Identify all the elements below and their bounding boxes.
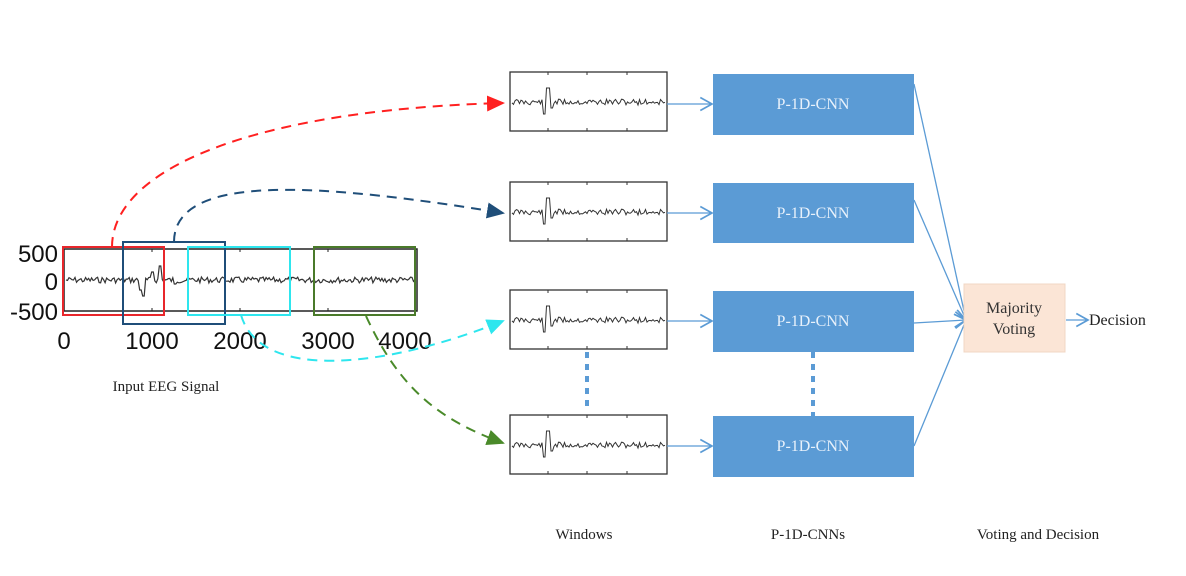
cnn-box	[713, 74, 914, 135]
voting-label-line1: Majority	[986, 300, 1042, 317]
cnn-box	[713, 183, 914, 243]
cnn-label: P-1D-CNN	[777, 313, 850, 330]
cnn-label: P-1D-CNN	[777, 205, 850, 222]
voting-label-line2: Voting	[993, 321, 1035, 338]
y-tick-neg500: -500	[10, 299, 58, 326]
cnn-box	[713, 291, 914, 352]
column-label-cnns: P-1D-CNNs	[771, 527, 845, 543]
window-signal-trace	[511, 197, 666, 225]
plot-tick-marks	[151, 249, 329, 311]
connector-1	[913, 83, 971, 322]
x-tick-3000: 3000	[301, 328, 354, 355]
cnn-block-4: P-1D-CNN	[667, 416, 914, 477]
decision-label: Decision	[1089, 312, 1146, 329]
eeg-signal-trace	[65, 265, 416, 297]
input-eeg-plot: 500 0 -500 0 1000 2000 3000 4000 Input E…	[10, 241, 432, 395]
column-label-windows: Windows	[556, 527, 613, 543]
window-thumbnail-3	[509, 289, 668, 350]
y-tick-0: 0	[45, 269, 58, 296]
x-tick-2000: 2000	[213, 328, 266, 355]
cnn-column: P-1D-CNN P-1D-CNN P-1D-CNN P-1D-CNN	[667, 74, 914, 477]
cnn-block-3: P-1D-CNN	[667, 291, 914, 352]
window-signal-trace	[511, 305, 666, 333]
arrow-window-3	[240, 314, 505, 362]
window-box-4	[313, 246, 416, 316]
arrow-window-2	[173, 188, 505, 243]
connector-4	[913, 318, 969, 447]
input-signal-caption: Input EEG Signal	[113, 379, 220, 395]
window-signal-trace	[511, 430, 666, 458]
cnn-block-2: P-1D-CNN	[667, 183, 914, 243]
connector-3	[913, 313, 968, 328]
x-tick-0: 0	[57, 328, 70, 355]
cnn-box	[713, 416, 914, 477]
window-thumbnail-1	[509, 71, 668, 132]
window-thumbnail-2	[509, 181, 668, 242]
cnn-label: P-1D-CNN	[777, 96, 850, 113]
column-label-voting: Voting and Decision	[977, 527, 1100, 543]
cnn-to-voting-connectors	[913, 83, 971, 447]
arrow-window-1	[111, 95, 505, 248]
windows-column	[509, 71, 668, 475]
cnn-block-1: P-1D-CNN	[667, 74, 914, 135]
x-tick-4000: 4000	[378, 328, 431, 355]
window-box-1	[62, 246, 165, 316]
y-tick-500: 500	[18, 241, 58, 268]
window-thumbnail-4	[509, 414, 668, 475]
window-signal-trace	[511, 87, 666, 115]
x-tick-1000: 1000	[125, 328, 178, 355]
cnn-label: P-1D-CNN	[777, 438, 850, 455]
voting-box	[963, 283, 1066, 353]
window-box-3	[187, 246, 291, 316]
connector-2	[913, 199, 969, 322]
majority-voting-block: Majority Voting	[963, 283, 1066, 353]
